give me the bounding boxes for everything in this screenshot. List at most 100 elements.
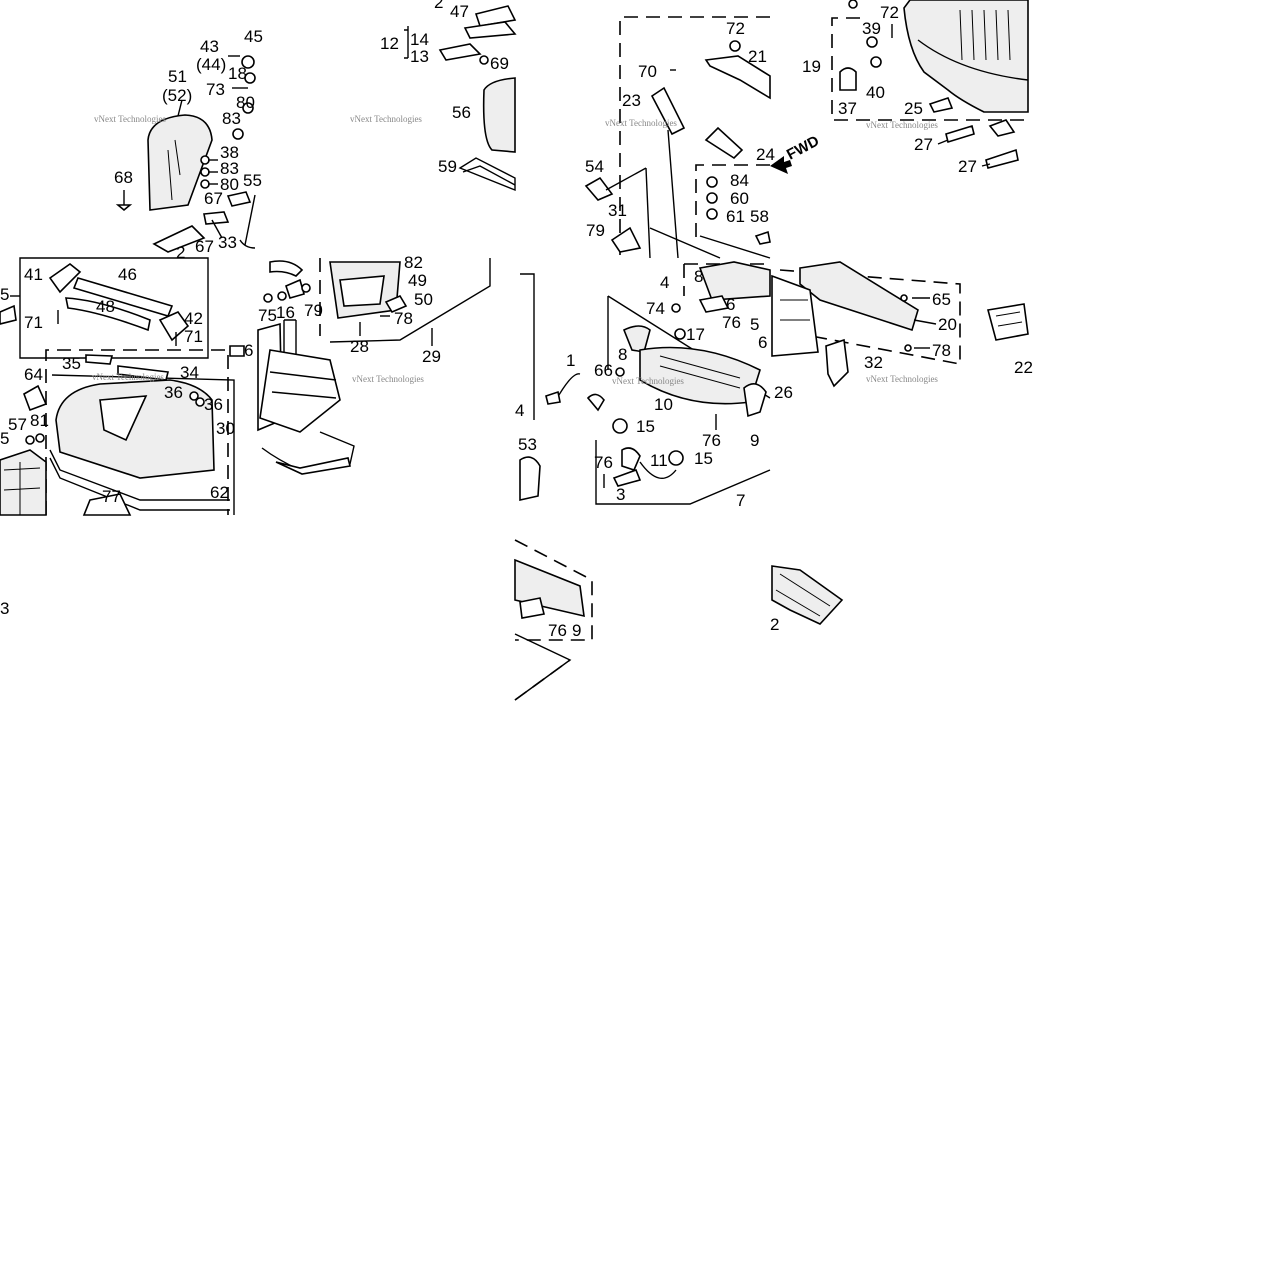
- label-71b: 71: [184, 327, 203, 346]
- label-17: 17: [686, 325, 705, 344]
- label-55: 55: [243, 171, 262, 190]
- label-8: 8: [694, 267, 703, 286]
- label-39: 39: [862, 19, 881, 38]
- label-75: 75: [258, 306, 277, 325]
- label-56: 56: [452, 103, 471, 122]
- label-4b: 4: [515, 401, 524, 420]
- label-5b: 5: [0, 429, 9, 448]
- label-28: 28: [350, 337, 369, 356]
- label-29: 29: [422, 347, 441, 366]
- label-5: 5: [0, 285, 9, 304]
- label-6: 6: [726, 295, 735, 314]
- label-32: 32: [864, 353, 883, 372]
- label-35: 35: [62, 354, 81, 373]
- watermark: vNext Technologies: [866, 120, 938, 130]
- arrow-left-icon: [770, 156, 792, 174]
- label-79: 79: [586, 221, 605, 240]
- label-53: 53: [518, 435, 537, 454]
- label-76: 76: [722, 313, 741, 332]
- label-6: 6: [244, 341, 253, 360]
- label-50: 50: [414, 290, 433, 309]
- tile-mid-right: 65 20 32 78 22 vNext Technologies: [771, 261, 1033, 388]
- label-4: 4: [660, 273, 669, 292]
- label-23: 23: [622, 91, 641, 110]
- label-66: 66: [594, 361, 613, 380]
- part-cover: [147, 114, 213, 211]
- label-68: 68: [114, 168, 133, 187]
- label-49: 49: [408, 271, 427, 290]
- label-62: 62: [210, 483, 229, 502]
- label-64: 64: [24, 365, 43, 384]
- label-61: 61: [726, 207, 745, 226]
- label-42: 42: [184, 309, 203, 328]
- label-67: 67: [204, 189, 223, 208]
- label-13: 13: [410, 47, 429, 66]
- label-65: 65: [932, 290, 951, 309]
- label-48: 48: [96, 297, 115, 316]
- label-77: 77: [102, 487, 121, 506]
- label-14: 14: [410, 30, 429, 49]
- label-2: 2: [434, 0, 443, 12]
- label-5: 5: [750, 315, 759, 334]
- label-15b: 15: [694, 449, 713, 468]
- label-78b: 78: [932, 341, 951, 360]
- label-1: 1: [566, 351, 575, 370]
- watermark: vNext Technologies: [94, 114, 166, 124]
- label-33: 33: [218, 233, 237, 252]
- label-72: 72: [880, 3, 899, 22]
- label-12: 12: [380, 34, 399, 53]
- label-44: (44): [196, 55, 226, 74]
- watermark: vNext Technologies: [350, 114, 422, 124]
- label-31: 31: [608, 201, 627, 220]
- label-72: 72: [726, 19, 745, 38]
- label-34: 34: [180, 363, 199, 382]
- label-36: 36: [164, 383, 183, 402]
- label-57: 57: [8, 415, 27, 434]
- label-8b: 8: [618, 345, 627, 364]
- label-37: 37: [838, 99, 857, 118]
- label-36b: 36: [204, 395, 223, 414]
- label-25: 25: [904, 99, 923, 118]
- tile-mid-center: 82 49 50 78 16 79 75 28 29 vNext Technol…: [257, 253, 491, 475]
- label-15: 15: [636, 417, 655, 436]
- tile-top-right: 39 72 19 40 37 25 27 27 vNext Technologi…: [802, 0, 1029, 176]
- label-52: (52): [162, 86, 192, 105]
- label-9: 9: [750, 431, 759, 450]
- label-22: 22: [1014, 358, 1033, 377]
- tile-top-left: 43 (44) 45 18 73 80 83 51 (52) 68 38 83 …: [94, 27, 263, 262]
- label-20: 20: [938, 315, 957, 334]
- label-7: 7: [736, 491, 745, 510]
- label-76d: 76: [548, 621, 567, 640]
- label-54: 54: [585, 157, 604, 176]
- watermark: vNext Technologies: [866, 374, 938, 384]
- label-19: 19: [802, 57, 821, 76]
- label-47: 47: [450, 2, 469, 21]
- label-80: 80: [236, 93, 255, 112]
- label-67b: 67: [195, 237, 214, 256]
- label-69: 69: [490, 54, 509, 73]
- label-16: 16: [276, 303, 295, 322]
- fwd-label: FWD: [784, 132, 822, 163]
- label-78: 78: [394, 309, 413, 328]
- label-26: 26: [774, 383, 793, 402]
- label-27b: 27: [958, 157, 977, 176]
- label-70: 70: [638, 62, 657, 81]
- label-43: 43: [200, 37, 219, 56]
- watermark: vNext Technologies: [352, 374, 424, 384]
- tile-mid-left: 41 46 5 48 42 71 71 6 35 34 64 36 36 30 …: [0, 257, 253, 516]
- label-76c: 76: [594, 453, 613, 472]
- tile-top-center: 2 47 12 14 13 69 56 59 vNext Technologie…: [350, 0, 517, 192]
- label-9b: 9: [572, 621, 581, 640]
- label-3: 3: [0, 599, 9, 618]
- watermark: vNext Technologies: [605, 118, 677, 128]
- label-38: 38: [220, 143, 239, 162]
- label-71: 71: [24, 313, 43, 332]
- label-84: 84: [730, 171, 749, 190]
- label-30: 30: [216, 419, 235, 438]
- label-2c: 2: [770, 615, 779, 634]
- label-59: 59: [438, 157, 457, 176]
- tile-bottom: 3 76 9 2: [0, 539, 844, 701]
- tile-top-right-center: FWD 72 21 70 23 24 54 31 79 84 60 61 58 …: [584, 16, 822, 259]
- label-45: 45: [244, 27, 263, 46]
- label-58: 58: [750, 207, 769, 226]
